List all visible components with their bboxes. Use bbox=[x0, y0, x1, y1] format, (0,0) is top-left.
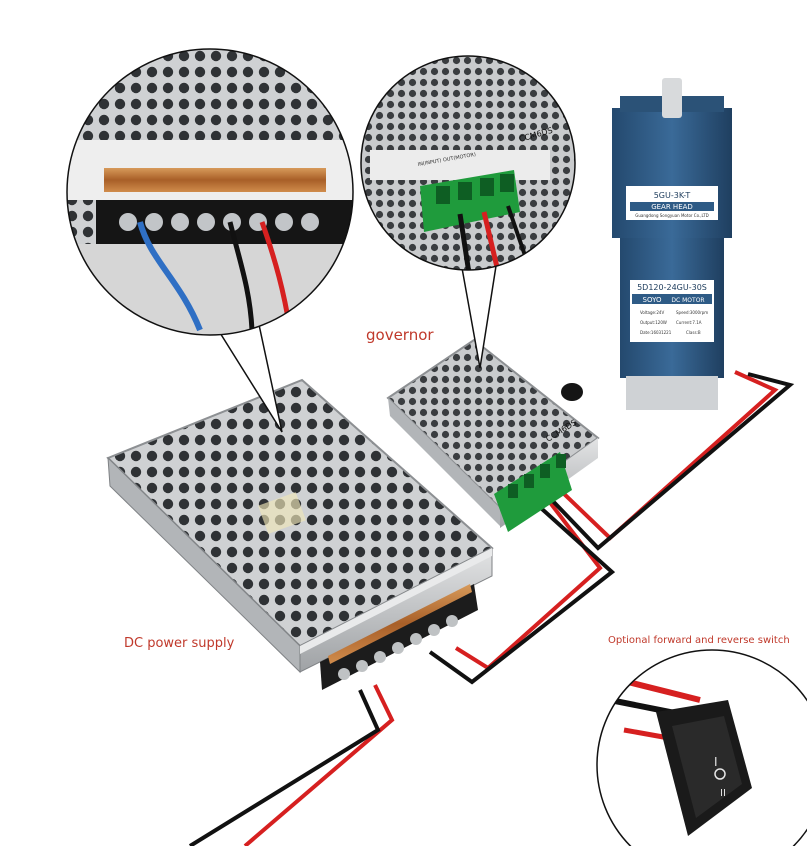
gear-head-maker-text: Guangdong Songyuan Motor Co.,LTD bbox=[635, 213, 708, 218]
dc-motor: 5GU-3K-T GEAR HEAD Guangdong Songyuan Mo… bbox=[612, 78, 732, 410]
wire-red-governor-to-motor bbox=[558, 370, 779, 541]
psu-screw-terminals bbox=[338, 615, 458, 680]
wire-black-psu-to-governor bbox=[428, 498, 616, 685]
governor-label: governor bbox=[366, 326, 434, 344]
governor-zoom-callout: CCM6DS IN(INPUT) OUT(MOTOR) bbox=[360, 55, 576, 369]
motor-spec-current: Current:7.1A bbox=[676, 320, 702, 325]
motor-model-text: 5D120-24GU-30S bbox=[637, 283, 707, 292]
motor-spec-date: Date:16031221 bbox=[640, 330, 672, 335]
wire-red-psu-input bbox=[243, 684, 395, 846]
motor-spec-voltage: Voltage:24V bbox=[640, 310, 664, 315]
motor-shaft bbox=[662, 78, 682, 118]
wire-black-governor-to-motor bbox=[546, 372, 795, 551]
switch-zoom-callout: I II bbox=[596, 649, 807, 846]
governor-controller: CCM6DS bbox=[386, 338, 600, 532]
motor-end-cap bbox=[626, 376, 718, 410]
power-supply-label: DC power supply bbox=[124, 636, 235, 651]
gear-head-model-text: 5GU-3K-T bbox=[654, 191, 691, 200]
psu-zoom-callout bbox=[66, 48, 354, 433]
switch-on-symbol: I bbox=[714, 755, 718, 769]
wires bbox=[188, 370, 795, 846]
dc-power-supply bbox=[106, 378, 494, 690]
motor-spec-speed: Speed:3000rpm bbox=[676, 310, 708, 315]
motor-type-text: DC MOTOR bbox=[671, 297, 704, 304]
governor-terminals bbox=[508, 454, 566, 498]
motor-brand-text: SOYO bbox=[643, 296, 662, 304]
governor-knob bbox=[561, 383, 583, 401]
switch-reverse-symbol: II bbox=[720, 788, 726, 799]
switch-off-symbol bbox=[714, 768, 726, 780]
switch-label: Optional forward and reverse switch bbox=[608, 635, 790, 646]
wire-black-psu-input bbox=[188, 689, 381, 846]
motor-spec-class: Class:B bbox=[686, 330, 701, 335]
gear-head-label-text: GEAR HEAD bbox=[651, 203, 693, 211]
wire-red-psu-to-governor bbox=[454, 494, 603, 671]
motor-label-plate bbox=[630, 280, 714, 342]
motor-spec-output: Output:120W bbox=[640, 320, 667, 325]
